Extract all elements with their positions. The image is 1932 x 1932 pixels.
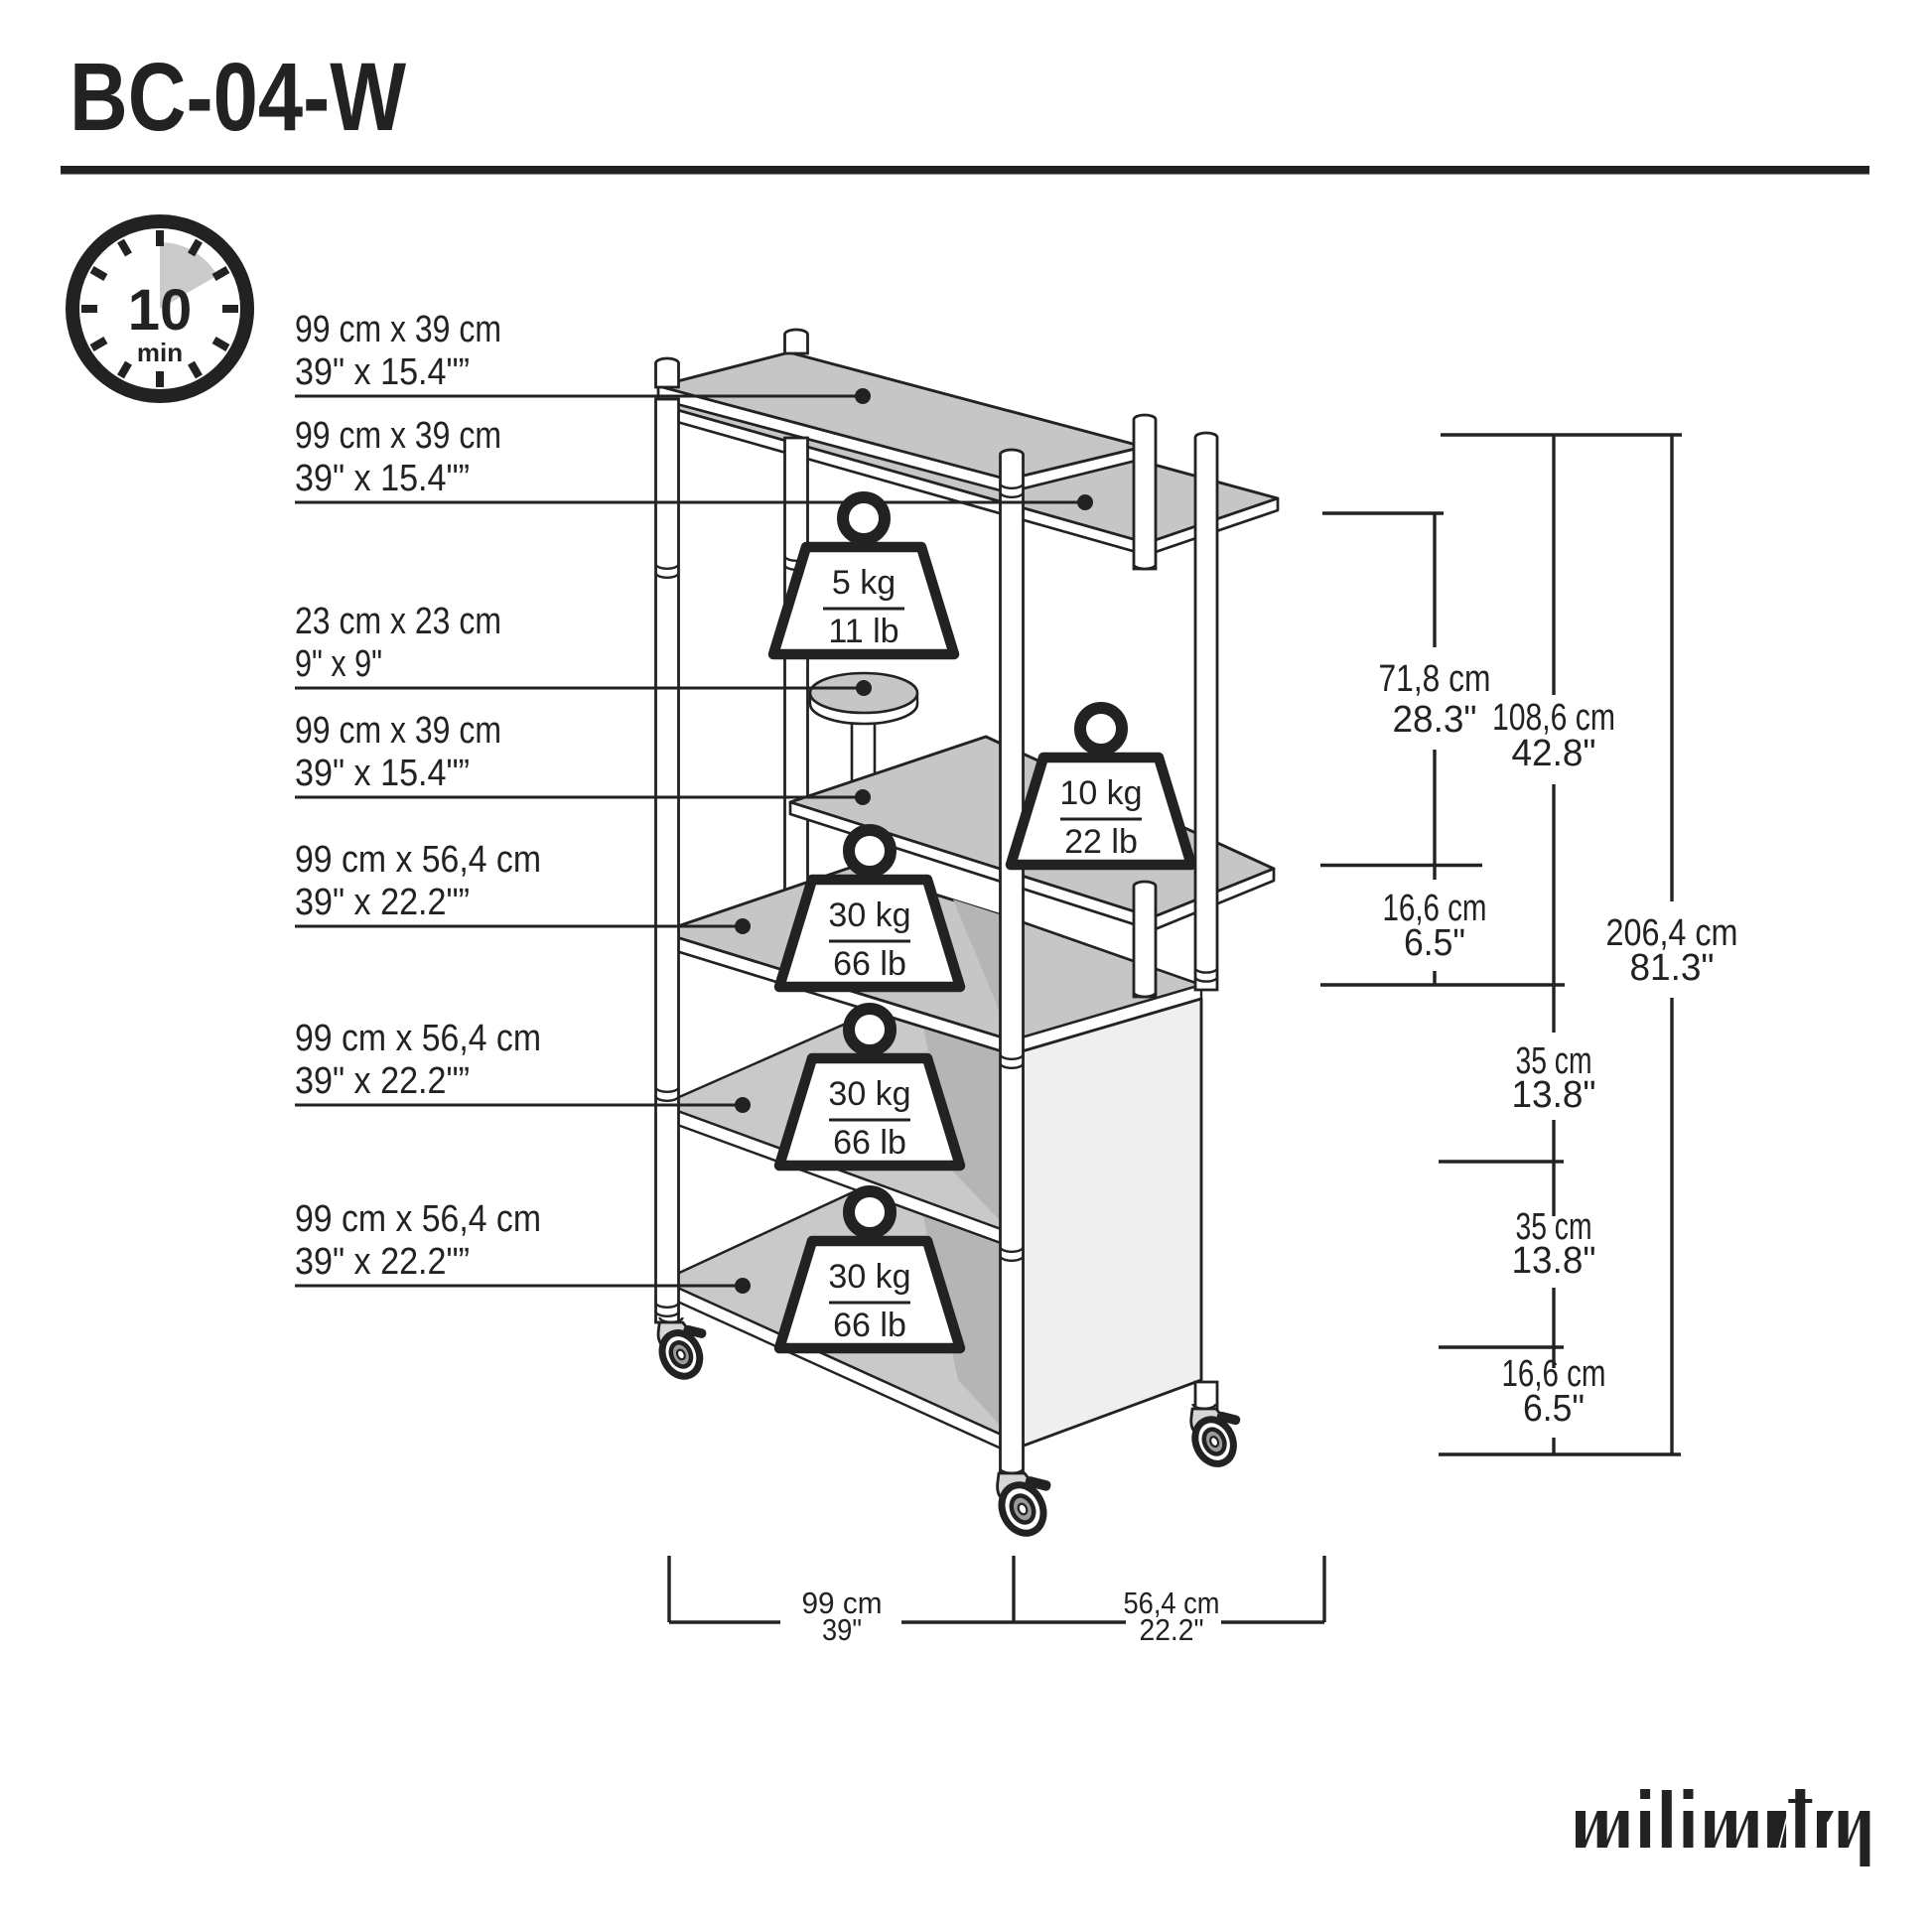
svg-text:16,6 cm: 16,6 cm	[1502, 1353, 1606, 1395]
svg-text:42.8": 42.8"	[1512, 733, 1596, 774]
svg-text:99 cm x 56,4 cm: 99 cm x 56,4 cm	[295, 839, 541, 881]
svg-text:22 lb: 22 lb	[1064, 823, 1138, 861]
svg-text:39" x 15.4"”: 39" x 15.4"”	[295, 458, 470, 499]
svg-text:99 cm: 99 cm	[802, 1586, 883, 1620]
svg-text:11 lb: 11 lb	[828, 613, 898, 650]
svg-text:66 lb: 66 lb	[833, 945, 906, 983]
svg-text:108,6 cm: 108,6 cm	[1492, 697, 1615, 739]
svg-text:30 kg: 30 kg	[828, 1258, 910, 1296]
svg-text:66 lb: 66 lb	[833, 1307, 906, 1344]
svg-text:99 cm x 39 cm: 99 cm x 39 cm	[295, 415, 501, 457]
svg-text:6.5": 6.5"	[1523, 1388, 1585, 1430]
svg-text:10: 10	[128, 278, 193, 343]
svg-text:206,4 cm: 206,4 cm	[1606, 912, 1738, 954]
svg-text:99 cm x 56,4 cm: 99 cm x 56,4 cm	[295, 1018, 541, 1059]
svg-text:39" x 15.4"”: 39" x 15.4"”	[295, 753, 470, 794]
svg-text:30 kg: 30 kg	[828, 1075, 910, 1113]
svg-text:81.3": 81.3"	[1630, 947, 1715, 989]
svg-text:39": 39"	[822, 1612, 862, 1647]
svg-text:5 kg: 5 kg	[832, 564, 896, 602]
svg-text:6.5": 6.5"	[1404, 922, 1465, 964]
svg-text:39" x 22.2"”: 39" x 22.2"”	[295, 1060, 470, 1102]
svg-text:10 kg: 10 kg	[1059, 774, 1142, 812]
svg-text:9" x 9": 9" x 9"	[295, 643, 382, 685]
svg-text:66 lb: 66 lb	[833, 1124, 906, 1162]
svg-text:99 cm x 39 cm: 99 cm x 39 cm	[295, 309, 501, 350]
svg-text:13.8": 13.8"	[1512, 1074, 1596, 1116]
svg-text:71,8 cm: 71,8 cm	[1379, 658, 1491, 700]
svg-text:BC-04-W: BC-04-W	[69, 43, 406, 151]
svg-text:16,6 cm: 16,6 cm	[1383, 888, 1487, 929]
svg-text:13.8": 13.8"	[1512, 1240, 1596, 1282]
svg-text:22.2": 22.2"	[1140, 1612, 1204, 1647]
svg-text:39" x 15.4"”: 39" x 15.4"”	[295, 351, 470, 393]
svg-text:min: min	[137, 338, 183, 367]
svg-text:39" x 22.2"”: 39" x 22.2"”	[295, 1241, 470, 1283]
svg-text:99 cm x 56,4 cm: 99 cm x 56,4 cm	[295, 1198, 541, 1240]
svg-text:99 cm x 39 cm: 99 cm x 39 cm	[295, 710, 501, 752]
svg-text:35 cm: 35 cm	[1516, 1040, 1592, 1082]
svg-text:39" x 22.2"”: 39" x 22.2"”	[295, 882, 470, 923]
svg-text:23 cm x 23 cm: 23 cm x 23 cm	[295, 601, 501, 642]
svg-text:35 cm: 35 cm	[1516, 1206, 1592, 1248]
svg-text:30 kg: 30 kg	[828, 897, 910, 934]
svg-text:56,4 cm: 56,4 cm	[1124, 1586, 1220, 1620]
svg-text:28.3": 28.3"	[1393, 699, 1477, 741]
